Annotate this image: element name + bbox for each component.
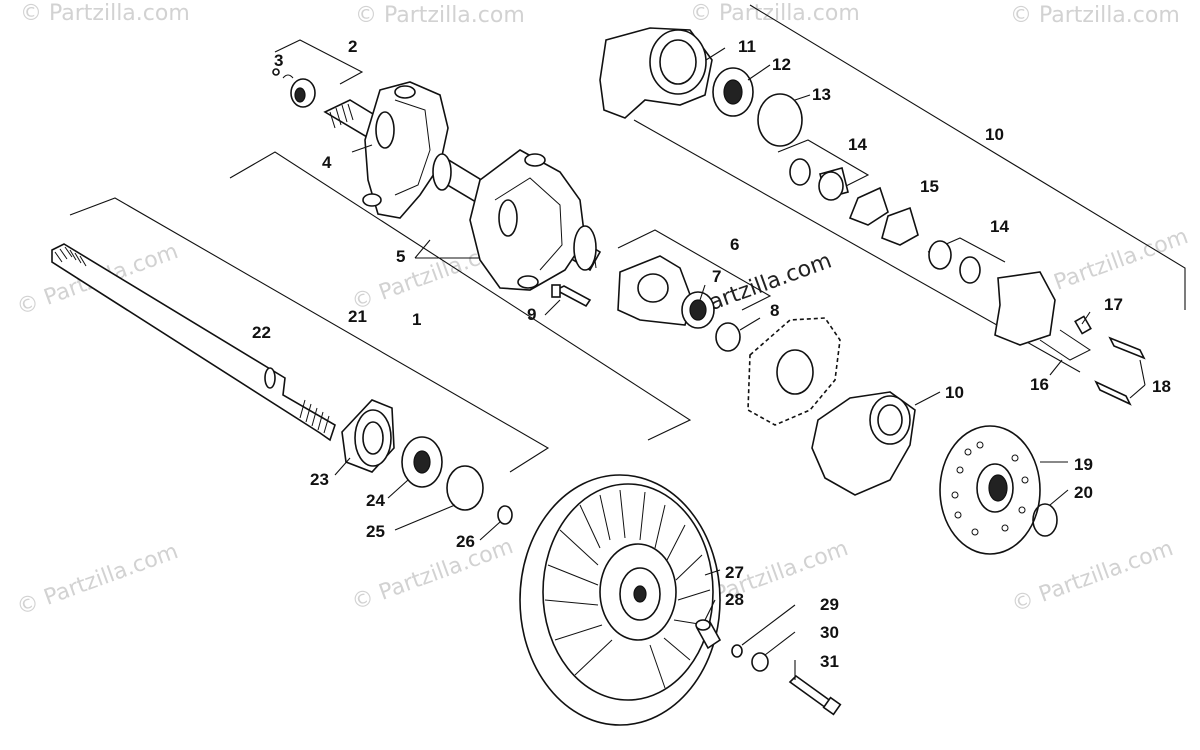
callout-16: 16: [1030, 375, 1049, 394]
watermark-text: © Partzilla.com: [349, 534, 517, 616]
callout-28: 28: [725, 590, 744, 609]
callout-26: 26: [456, 532, 475, 551]
watermark-text: © Partzilla.com: [355, 3, 525, 28]
caliper-upper: [599, 27, 803, 147]
end-cap: [272, 68, 316, 108]
callout-14-lower: 14: [990, 217, 1009, 236]
callout-7: 7: [712, 267, 721, 286]
callout-21: 21: [348, 307, 367, 326]
callout-19: 19: [1074, 455, 1093, 474]
callout-3: 3: [274, 51, 283, 70]
callout-25: 25: [366, 522, 385, 541]
callout-4: 4: [322, 153, 332, 172]
watermark-text: © Partzilla.com: [690, 1, 860, 26]
callout-18: 18: [1152, 377, 1171, 396]
brake-pads: [789, 158, 981, 284]
callout-17: 17: [1104, 295, 1123, 314]
clutch-fasteners: [695, 619, 842, 716]
callout-24: 24: [366, 491, 385, 510]
callout-22: 22: [252, 323, 271, 342]
flange-bearing: [551, 255, 741, 352]
drive-axle: [51, 243, 336, 442]
callout-6: 6: [730, 235, 739, 254]
callout-11: 11: [738, 37, 756, 56]
callout-10-upper: 10: [985, 125, 1004, 144]
brake-backing-plate: [747, 317, 841, 426]
callout-labels: 1 2 3 4 5 6 7 8 9 10 10 11 12 13 14 14 1…: [252, 37, 1171, 671]
callout-1: 1: [412, 310, 421, 329]
callout-12: 12: [772, 55, 791, 74]
caliper-right: [994, 271, 1146, 406]
callout-23: 23: [310, 470, 329, 489]
brake-disc: [939, 425, 1058, 555]
watermark-text: © Partzilla.com: [1009, 536, 1177, 618]
callout-20: 20: [1074, 483, 1093, 502]
bearing-housing: [341, 399, 513, 525]
callout-8: 8: [770, 301, 779, 320]
caliper-lower: [811, 391, 916, 496]
group-brackets: [69, 4, 1186, 473]
callout-9: 9: [527, 305, 536, 324]
callout-31: 31: [820, 652, 839, 671]
callout-14-upper: 14: [848, 135, 867, 154]
callout-27: 27: [725, 563, 744, 582]
drive-shaft-sprockets: [323, 81, 602, 291]
callout-13: 13: [812, 85, 831, 104]
watermark-text: © Partzilla.com: [14, 539, 182, 621]
callout-5: 5: [396, 247, 405, 266]
leader-lines: [334, 47, 1146, 680]
callout-10-lower: 10: [945, 383, 964, 402]
callout-30: 30: [820, 623, 839, 642]
callout-2: 2: [348, 37, 357, 56]
watermark-text: © Partzilla.com: [1010, 3, 1180, 28]
callout-29: 29: [820, 595, 839, 614]
callout-15: 15: [920, 177, 939, 196]
watermark-text: © Partzilla.com: [20, 1, 190, 26]
driven-clutch: [519, 474, 721, 726]
